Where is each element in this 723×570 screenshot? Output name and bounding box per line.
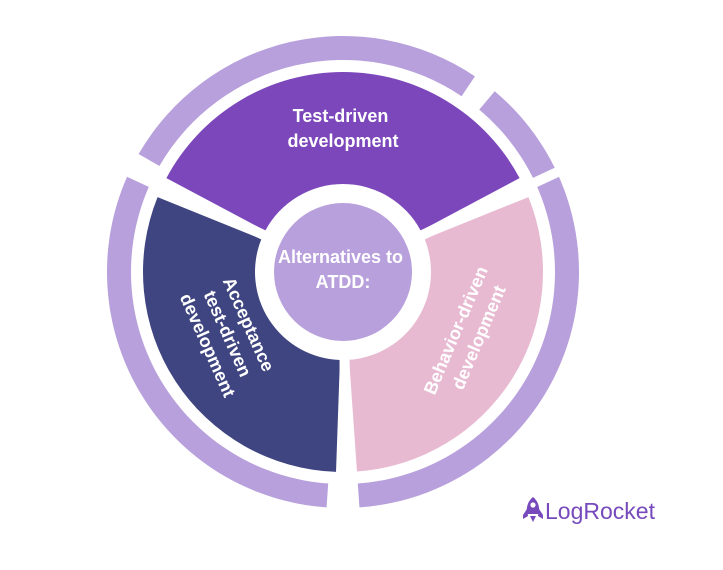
segment-separator xyxy=(339,351,353,511)
center-label-line: Alternatives to xyxy=(278,247,403,267)
segment-behavior-driven-development xyxy=(349,197,544,472)
outer-ring-arc-top xyxy=(138,36,475,166)
brand-name: LogRocket xyxy=(545,498,656,524)
segment-label-tdd: Test-driven development xyxy=(287,106,398,151)
segment-separator xyxy=(413,166,561,243)
segment-acceptance-test-driven-development xyxy=(142,197,340,472)
outer-ring-arc-right xyxy=(357,91,580,508)
center-label: Alternatives to ATDD: xyxy=(278,247,408,292)
segment-test-driven-development xyxy=(166,72,520,231)
center-label-line: ATDD: xyxy=(316,272,371,292)
segment-separator xyxy=(125,166,273,243)
segment-label-line: development xyxy=(287,131,398,151)
center-circle xyxy=(266,195,420,349)
outer-ring-arc-left xyxy=(106,176,329,508)
brand-logo: LogRocket xyxy=(523,497,656,524)
segment-label-line: Test-driven xyxy=(293,106,389,126)
segments xyxy=(142,72,544,472)
outer-ring xyxy=(106,36,580,508)
rocket-icon xyxy=(523,497,543,522)
